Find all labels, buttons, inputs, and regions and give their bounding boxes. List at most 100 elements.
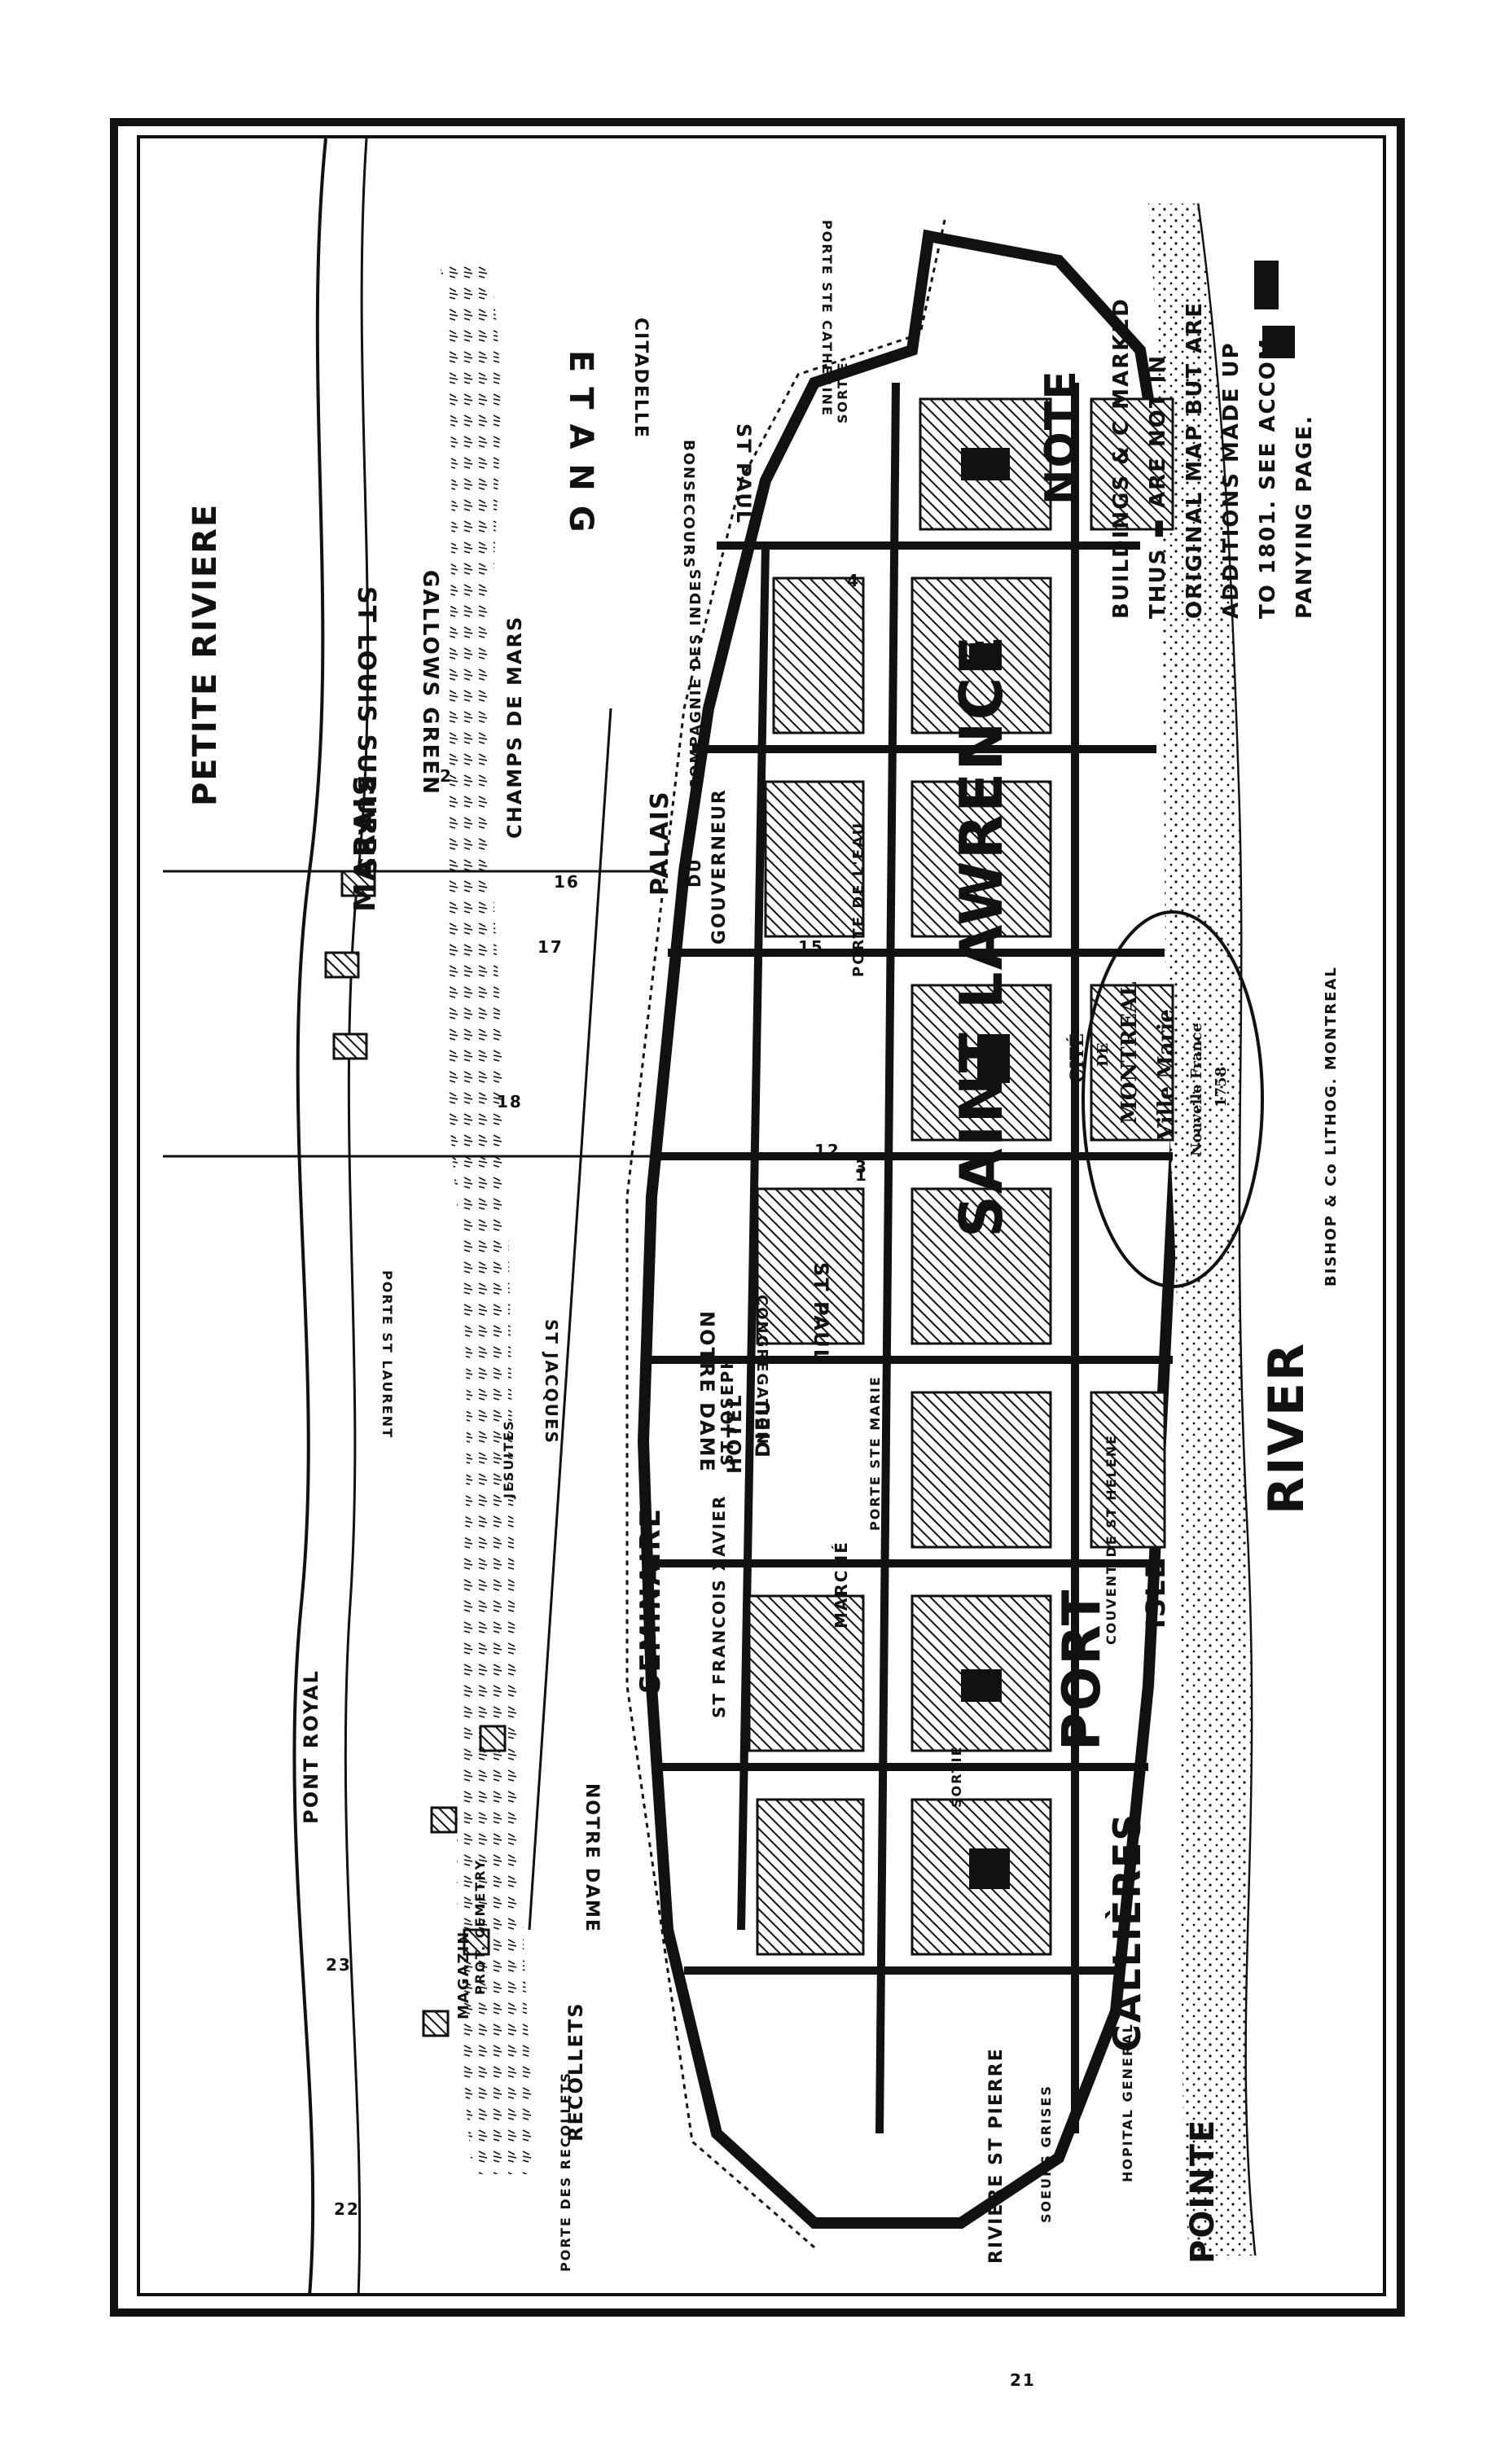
suburb-house-6	[324, 951, 360, 979]
block-l	[748, 1594, 865, 1752]
label-petite-riviere: PETITE RIVIERE	[186, 503, 224, 806]
note-block: NOTE BUILDINGS & C MARKED THUS ▬ ARE NOT…	[1037, 297, 1317, 619]
label-gallows-green: GALLOWS GREEN	[418, 570, 442, 796]
label-st-louis-suburbs: ST LOUIS SUBURBS	[352, 586, 380, 876]
label-marche: MARCHÉ	[831, 1541, 851, 1629]
river-shore-stipple	[1148, 204, 1254, 2256]
label-pointe: POINTE	[1184, 2119, 1222, 2264]
petite-riviere-bank-2	[344, 138, 370, 2297]
cartouche-line-2: DE	[1095, 1043, 1112, 1067]
label-sortie-1: SORTIE	[835, 361, 850, 423]
added-building-4	[961, 1669, 1002, 1702]
label-recollets: RECOLLETS	[564, 2001, 587, 2142]
label-callieres: CALLIÈRES	[1105, 1813, 1149, 2053]
label-hotel: HOTEL	[723, 1393, 746, 1474]
marker-number: 3	[855, 1157, 868, 1177]
label-porte-eau: PORTE DE L'EAU	[850, 822, 867, 977]
cartouche-line-1: CITÉ	[1066, 1033, 1088, 1083]
marker-number: 12	[814, 1141, 840, 1160]
marker-number: 17	[538, 937, 564, 957]
note-line-3: ORIGINAL MAP BUT ARE	[1182, 301, 1207, 619]
label-porte-marie: PORTE STE MARIE	[867, 1375, 883, 1531]
label-street-st-paul-1: ST PAUL	[732, 423, 755, 524]
added-building-2	[969, 643, 1002, 668]
label-street-st-paul-2: ST PAUL	[810, 1262, 832, 1363]
marker-number: 1	[855, 1165, 868, 1185]
note-line-1: BUILDINGS & C MARKED	[1109, 297, 1134, 619]
label-port: PORT	[1052, 1589, 1112, 1751]
marker-number: 15	[798, 937, 824, 957]
suburb-house-2	[463, 1928, 490, 1956]
block-f	[910, 1391, 1052, 1549]
label-magazin: MAGAZIN	[455, 1931, 472, 2019]
suburb-road-3	[528, 708, 612, 1931]
map-body	[163, 138, 1295, 2297]
label-porte-catherine: PORTE STE CATHERINE	[819, 220, 835, 417]
block-n	[1090, 397, 1174, 531]
block-j	[764, 780, 865, 938]
label-saint-lawrence: SAINT LAWRENCE	[947, 634, 1016, 1239]
label-street-st-jacques: ST JACQUES	[542, 1319, 561, 1445]
label-isle: ISLE	[1140, 1559, 1171, 1629]
title-cartouche: CITÉ DE MONTREAL Ville Marie Nouvelle Fr…	[1066, 910, 1340, 1288]
label-street-notre-dame: NOTRE DAME	[581, 1783, 602, 1933]
block-m	[756, 1798, 865, 1956]
marker-number: 18	[497, 1092, 523, 1111]
cartouche-line-3: MONTREAL	[1117, 982, 1142, 1124]
label-compagnie: COMPAGNIE DES INDES	[687, 568, 704, 790]
label-porte-recollets: PORTE DES RECOLLETS	[558, 2072, 573, 2272]
label-river: RIVER	[1258, 1342, 1315, 1515]
map-frame-inner	[137, 135, 1386, 2296]
label-seminaire: SEMINAIRE	[634, 1507, 667, 1694]
suburb-house-1	[422, 2010, 450, 2037]
label-couvent: COUVENT DE ST HELENE	[1104, 1434, 1119, 1645]
label-citadelle: CITADELLE	[630, 318, 651, 439]
label-champs-de-mars: CHAMPS DE MARS	[503, 616, 526, 839]
label-palais: PALAIS	[646, 790, 674, 896]
suburb-house-3	[430, 1806, 458, 1834]
label-street-st-joseph: ST JOSEPH	[717, 1354, 737, 1466]
cartouche-line-4: Ville Marie	[1154, 1009, 1178, 1141]
cartouche-line-5: Nouvelle France	[1188, 1023, 1205, 1156]
labels: PETITE RIVIERE ST LOUIS SUBURBS GALLOWS …	[186, 220, 1340, 2390]
label-gouverneur: GOUVERNEUR	[709, 788, 730, 945]
cartouche-line-6: 1758	[1213, 1067, 1230, 1107]
added-building-7	[1262, 326, 1295, 358]
label-notre-dame-church: NOTRE DAME	[695, 1311, 718, 1473]
marker-number: 23	[326, 1955, 352, 1975]
street-notre-dame	[875, 382, 900, 2134]
added-building-1	[961, 448, 1010, 480]
added-building-6	[1254, 261, 1279, 309]
block-k	[756, 1187, 865, 1345]
petite-riviere-bank	[292, 138, 327, 2297]
marker-number: 22	[334, 2199, 360, 2219]
note-line-5: TO 1801. SEE ACCOM	[1256, 337, 1280, 619]
note-line-6: PANYING PAGE.	[1292, 414, 1317, 619]
marker-number: 16	[554, 872, 580, 892]
block-o	[1090, 984, 1174, 1142]
added-building-3	[977, 1034, 1010, 1083]
label-prot-cemetry: PROT. CEMETRY	[472, 1859, 488, 1995]
label-hopital: HOPITAL GENERAL	[1120, 2023, 1135, 2182]
label-street-bonsecours: BONSECOURS	[680, 440, 697, 569]
added-building-5	[969, 1848, 1010, 1889]
marsh-band	[440, 261, 538, 2174]
suburb-house-5	[332, 1033, 368, 1060]
marker-number: 4	[847, 571, 860, 590]
label-soeurs: SOEURS GRISES	[1038, 2085, 1054, 2223]
label-jesuites: JESUITES	[501, 1419, 516, 1499]
note-line-4: ADDITIONS MADE UP	[1219, 341, 1244, 619]
suburb-house-4	[479, 1725, 507, 1752]
label-congregation: CONGREGATION	[753, 1295, 770, 1445]
label-riviere-st-pierre: RIVIERE ST PIERRE	[986, 2047, 1007, 2264]
block-p	[1090, 1391, 1166, 1549]
label-pont-royal: PONT ROYAL	[300, 1669, 322, 1824]
label-palais-du: DU	[685, 857, 704, 888]
note-heading: NOTE	[1037, 369, 1086, 505]
label-dieu: DIEU	[752, 1398, 774, 1458]
label-marais: MARAIS	[349, 773, 382, 912]
block-c	[910, 780, 1052, 938]
marker-number: 2	[440, 766, 453, 786]
block-e	[910, 1187, 1052, 1345]
